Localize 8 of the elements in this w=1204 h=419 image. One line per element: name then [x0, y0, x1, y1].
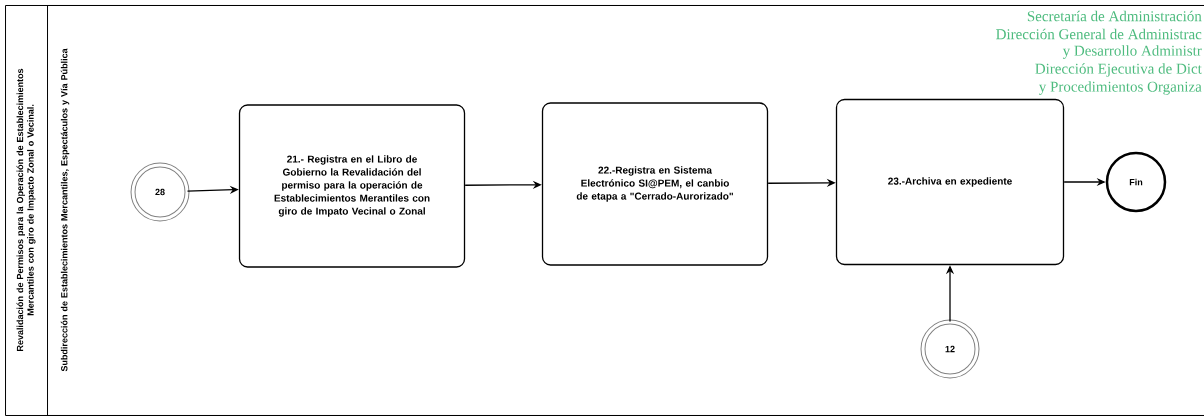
- process-box: 22.-Registra en Sistema Electrónico SI@PEM, el canbio de etapa a "Cerrado-Aurorizado": [541, 102, 769, 266]
- header-text: y Desarrollo Administr: [1062, 45, 1202, 59]
- header-text: Dirección General de Administrac: [996, 28, 1202, 40]
- header-text: y Procedimientos Organiza: [1039, 81, 1202, 95]
- header-text: Secretaría de Administración: [1027, 10, 1202, 22]
- process-box: 23.-Archiva en expediente: [835, 98, 1065, 266]
- process-box: 21.- Registra en el Libro de Gobierno la Revalidación del permiso para la operación de Establecimientos Merantiles con giro de Impato Vecinal o Zonal: [238, 104, 466, 268]
- header-text: Dirección Ejecutiva de Dict: [1035, 63, 1202, 77]
